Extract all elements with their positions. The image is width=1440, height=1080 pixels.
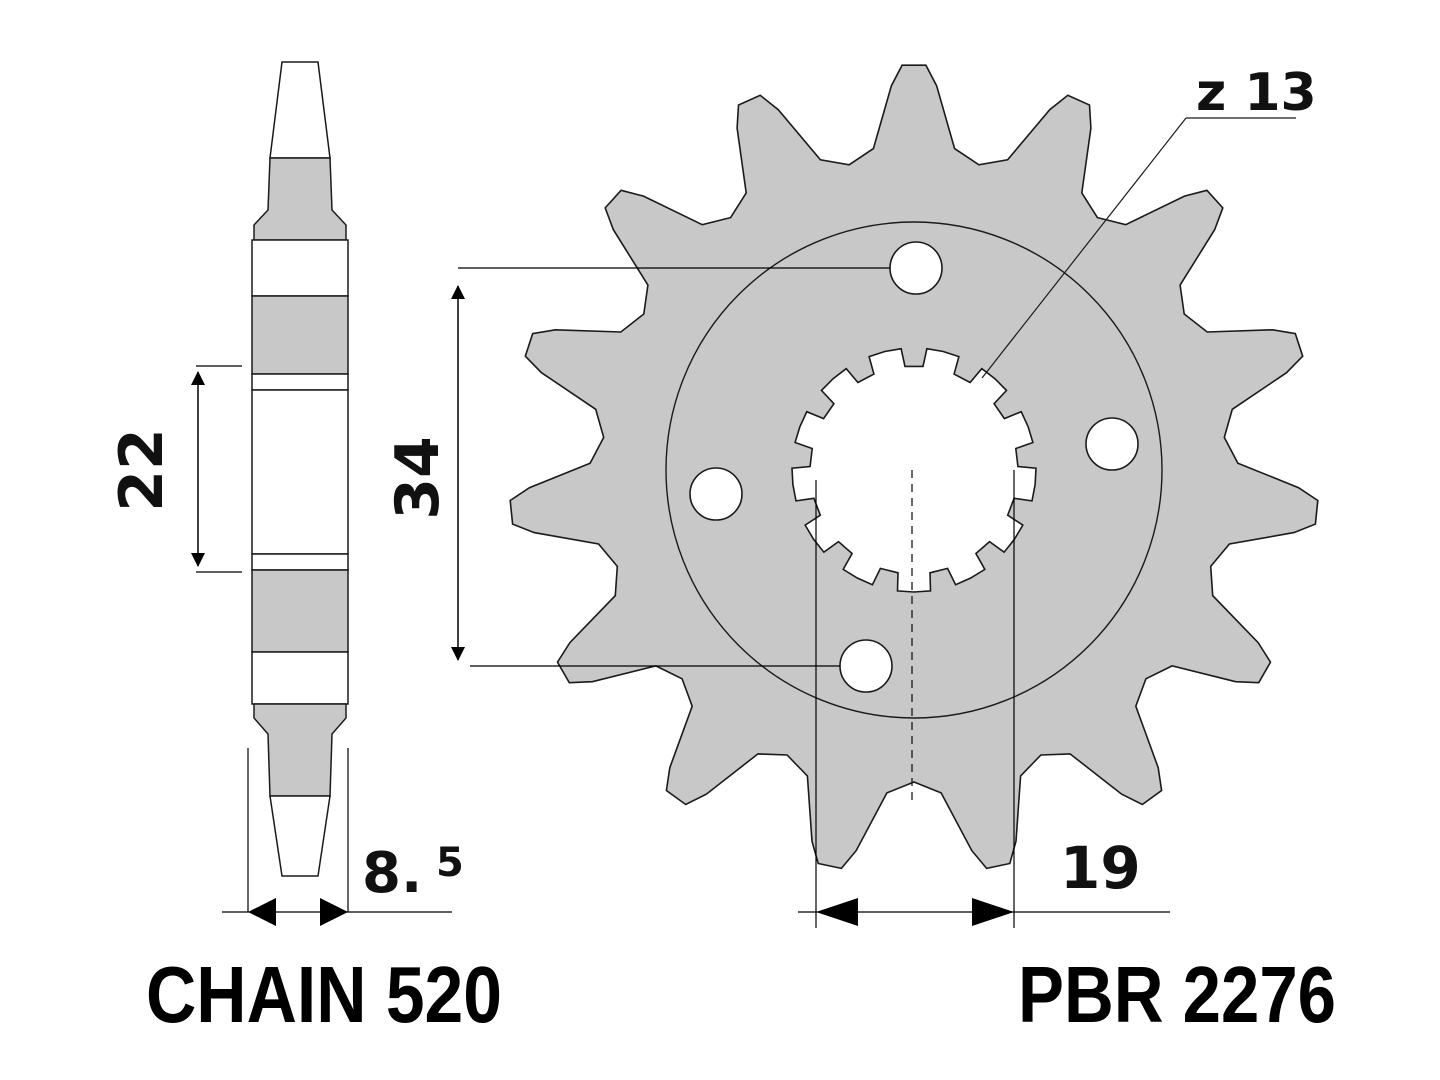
side-hub-ring (251, 373, 349, 391)
spline-width-label: 19 (1060, 834, 1141, 902)
side-view (251, 61, 349, 877)
bolt-hole-top (889, 241, 943, 295)
side-hub-bore (251, 389, 349, 555)
chain-label: CHAIN 520 (146, 950, 502, 1039)
side-top-tooth (269, 61, 331, 159)
dim-spline-width: 19 (798, 470, 1170, 928)
hub-height-label: 22 (107, 428, 177, 512)
spline-bore (791, 347, 1037, 593)
dim-hole-spacing: 34 (383, 267, 890, 667)
part-number-label: PBR 2276 (1018, 950, 1336, 1039)
side-bottom-tooth (269, 795, 331, 877)
front-view (509, 64, 1319, 870)
side-hub-grey-1 (251, 295, 349, 375)
side-bottom-body (253, 703, 347, 797)
hole-spacing-label: 34 (383, 436, 453, 520)
side-top-body (253, 157, 347, 241)
side-hub-white-1 (251, 239, 349, 297)
side-hub-grey-2 (251, 553, 349, 571)
teeth-leader: z 13 (981, 63, 1317, 379)
side-hub-white-2 (251, 651, 349, 705)
bolt-hole-left (689, 467, 743, 521)
bolt-circle (665, 221, 1163, 719)
bolt-hole-bottom (839, 639, 893, 693)
bolt-hole-right (1085, 417, 1139, 471)
dim-hub-height: 22 (107, 365, 242, 573)
teeth-count-label: z 13 (1196, 63, 1317, 123)
side-hub-grey-3 (251, 569, 349, 653)
thickness-label-sup: 5 (436, 840, 464, 886)
dim-thickness: 8. 5 (222, 748, 464, 926)
thickness-label: 8. (362, 841, 422, 906)
